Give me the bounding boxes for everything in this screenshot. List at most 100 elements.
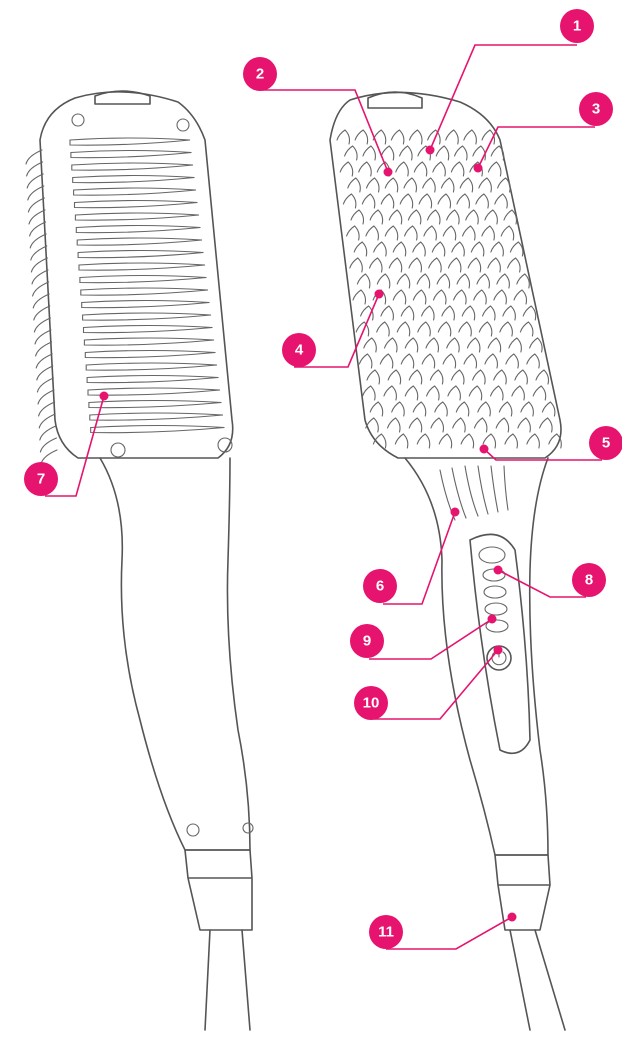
- brush-front-bristle: [533, 386, 546, 400]
- brush-front-bristle: [422, 354, 435, 368]
- brush-front-bristle: [364, 338, 377, 352]
- brush-front-bristle: [459, 322, 472, 336]
- callout-4-label: 4: [295, 342, 304, 359]
- brush-front-bristle: [367, 370, 380, 384]
- brush-front-bristle: [436, 146, 449, 160]
- brush-front-bristle: [377, 322, 390, 336]
- brush-back-rib: [75, 201, 198, 208]
- brush-front-bristle: [357, 274, 370, 288]
- brush-front-bristle: [405, 386, 418, 400]
- brush-front-bristle: [337, 130, 350, 144]
- brush-front-collar: [495, 855, 550, 930]
- callout-2: 2: [243, 57, 393, 177]
- brush-back-rib: [80, 276, 207, 283]
- brush-front-bristle: [474, 418, 487, 432]
- brush-front-bristle: [434, 290, 447, 304]
- callout-5: 5: [480, 426, 622, 460]
- brush-front-bristle: [505, 434, 518, 448]
- brush-front-bristle: [476, 194, 489, 208]
- brush-front-bristle: [432, 242, 445, 256]
- brush-back-view: [26, 91, 253, 1030]
- brush-front-bristle: [437, 274, 450, 288]
- brush-front-bristle: [494, 290, 507, 304]
- brush-back-rib: [91, 426, 225, 433]
- brush-back-corner-dot: [72, 114, 84, 126]
- brush-front-bristle: [380, 354, 393, 368]
- brush-front-bristle: [413, 402, 426, 416]
- brush-back-side-bristle: [30, 222, 46, 236]
- brush-front-bristle: [431, 418, 444, 432]
- brush-front-bristle: [448, 386, 461, 400]
- brush-front-bristle: [385, 338, 398, 352]
- brush-back-side-bristle: [29, 210, 45, 224]
- brush-back-rib: [84, 326, 213, 333]
- brush-back-rib: [84, 338, 214, 345]
- brush-back-side-bristle: [40, 438, 56, 452]
- brush-back-side-bristle: [34, 318, 50, 332]
- brush-front-bristle: [419, 194, 432, 208]
- brush-front-bristle: [343, 194, 356, 208]
- brush-front-bristle: [478, 402, 491, 416]
- brush-front-bristle: [518, 418, 531, 432]
- callout-11: 11: [369, 913, 517, 950]
- brush-back-rib: [71, 151, 192, 158]
- brush-front-bristle: [438, 194, 451, 208]
- brush-front-bristle: [464, 130, 477, 144]
- brush-front-bristle: [359, 162, 372, 176]
- brush-back-rib: [78, 251, 203, 258]
- brush-back-side-bristle: [39, 402, 55, 416]
- brush-front-bristle: [400, 194, 413, 208]
- brush-back-corner-dot: [177, 119, 189, 131]
- brush-front-bristle: [506, 354, 519, 368]
- brush-back-rib: [70, 138, 190, 145]
- callout-10-label: 10: [363, 695, 380, 712]
- brush-front-bristle: [417, 274, 430, 288]
- brush-front-bristle: [405, 226, 418, 240]
- brush-front-bristle: [485, 210, 498, 224]
- brush-front-bristle: [510, 242, 523, 256]
- brush-back-side-bristle: [36, 342, 52, 356]
- brush-front-bristle: [503, 306, 516, 320]
- brush-front-bristle: [414, 162, 427, 176]
- brush-back-side-bristles: [26, 150, 57, 464]
- brush-back-rib: [83, 313, 211, 320]
- brush-front-bristle: [460, 178, 473, 192]
- brush-front-bristle: [428, 210, 441, 224]
- brush-front-bristle: [395, 434, 408, 448]
- brush-front-bristle: [392, 402, 405, 416]
- brush-front-bristle: [540, 418, 553, 432]
- brush-front-bristle: [494, 370, 507, 384]
- brush-front-bristle: [397, 274, 410, 288]
- brush-front-bristle: [388, 370, 401, 384]
- brush-front-bristle: [454, 290, 467, 304]
- brush-back-side-bristle: [34, 306, 50, 320]
- brush-front-bristle: [462, 306, 475, 320]
- brush-front-bristle: [457, 274, 470, 288]
- brush-back-side-bristle: [27, 162, 43, 176]
- callout-8: 8: [494, 563, 607, 597]
- brush-front-bristle: [426, 338, 439, 352]
- brush-front-bristle: [520, 322, 533, 336]
- brush-front-view: [330, 92, 565, 1030]
- brush-front-bristle: [404, 178, 417, 192]
- brush-back-side-bristle: [36, 354, 52, 368]
- brush-back-ribs: [70, 138, 225, 433]
- brush-back-head-outline: [40, 92, 233, 458]
- brush-front-bristle: [461, 434, 474, 448]
- brush-front-bristle: [443, 226, 456, 240]
- brush-front-bristle: [385, 226, 398, 240]
- callout-6-label: 6: [376, 578, 384, 595]
- brush-back-side-bristle: [26, 150, 42, 164]
- brush-front-bristle: [348, 178, 361, 192]
- callout-10: 10: [354, 646, 503, 721]
- brush-front-bristle: [523, 306, 536, 320]
- brush-front-bristle: [366, 226, 379, 240]
- brush-front-bristle: [409, 370, 422, 384]
- brush-back-handle: [100, 458, 250, 850]
- brush-back-handle-hole: [243, 823, 253, 833]
- brush-front-bristle: [453, 418, 466, 432]
- brush-front-bristle: [521, 402, 534, 416]
- brush-front-bristle: [396, 162, 409, 176]
- brush-front-bristle: [408, 210, 421, 224]
- brush-front-bristle: [370, 210, 383, 224]
